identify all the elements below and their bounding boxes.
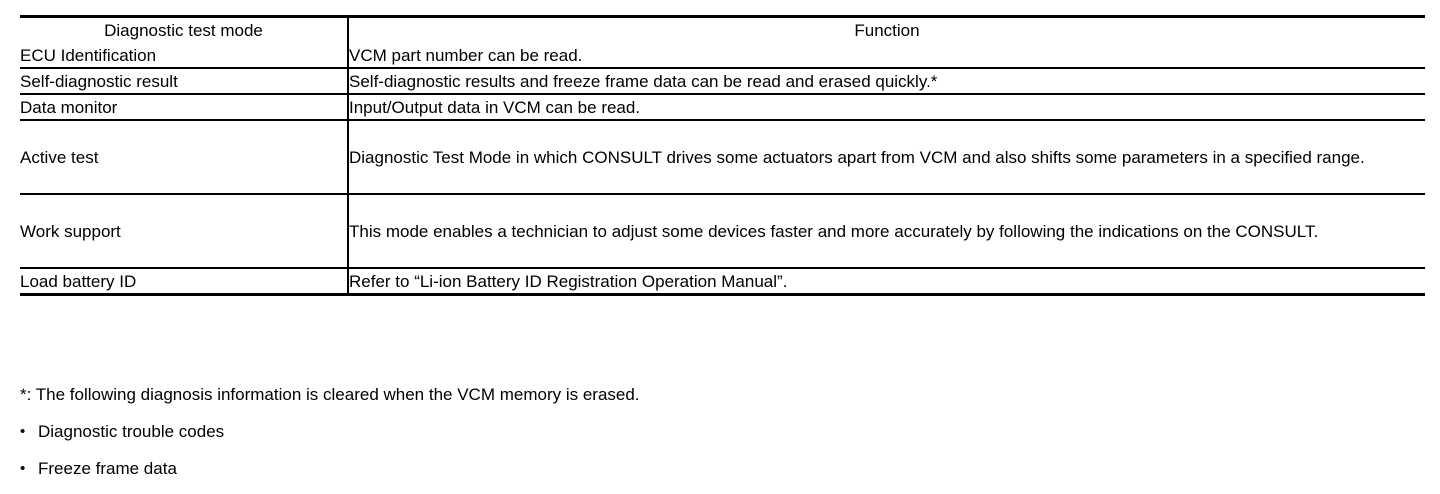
footnotes: *: The following diagnosis information i…	[20, 383, 1425, 494]
cell-function-ecu-identification: VCM part number can be read.	[348, 43, 1425, 69]
table-row: Data monitor Input/Output data in VCM ca…	[20, 94, 1425, 121]
cell-function-self-diagnostic-result: Self-diagnostic results and freeze frame…	[348, 68, 1425, 95]
function-text: Diagnostic Test Mode in which CONSULT dr…	[349, 147, 1365, 167]
column-header-function: Function	[854, 21, 920, 40]
function-text: VCM part number can be read.	[349, 45, 583, 65]
table-row: Work support This mode enables a technic…	[20, 194, 1425, 269]
cell-function-work-support: This mode enables a technician to adjust…	[348, 194, 1425, 269]
function-text: This mode enables a technician to adjust…	[349, 221, 1319, 241]
cell-mode-load-battery-id: Load battery ID	[20, 268, 349, 295]
function-text: Self-diagnostic results and freeze frame…	[349, 71, 938, 91]
cell-mode-work-support: Work support	[20, 194, 349, 269]
cell-mode-ecu-identification: ECU Identification	[20, 43, 349, 69]
bullet-icon: •	[20, 423, 26, 440]
bullet-icon: •	[20, 460, 26, 477]
table-row: ECU Identification VCM part number can b…	[20, 43, 1425, 69]
list-item-label: Diagnostic trouble codes	[38, 422, 225, 441]
cell-mode-active-test: Active test	[20, 120, 349, 195]
cell-function-data-monitor: Input/Output data in VCM can be read.	[348, 94, 1425, 121]
cell-function-active-test: Diagnostic Test Mode in which CONSULT dr…	[348, 120, 1425, 195]
table-body: ECU Identification VCM part number can b…	[20, 43, 1425, 295]
list-item: • Diagnostic trouble codes	[20, 420, 1425, 443]
column-header-diagnostic-test-mode: Diagnostic test mode	[20, 16, 349, 43]
diagnostic-test-mode-table: Diagnostic test mode Function ECU Identi…	[20, 15, 1425, 296]
function-text: Input/Output data in VCM can be read.	[349, 97, 641, 117]
table-row: Self-diagnostic result Self-diagnostic r…	[20, 68, 1425, 95]
function-text: Refer to “Li-ion Battery ID Registration…	[349, 271, 788, 291]
table-row: Load battery ID Refer to “Li-ion Battery…	[20, 268, 1425, 295]
table-header-row: Diagnostic test mode Function	[20, 16, 1425, 43]
list-item: • Freeze frame data	[20, 457, 1425, 480]
list-item-label: Freeze frame data	[38, 459, 177, 478]
footnote-asterisk: *: The following diagnosis information i…	[20, 385, 640, 404]
table-header: Diagnostic test mode Function	[20, 16, 1425, 43]
cell-mode-data-monitor: Data monitor	[20, 94, 349, 121]
cell-mode-self-diagnostic-result: Self-diagnostic result	[20, 68, 349, 95]
table-row: Active test Diagnostic Test Mode in whic…	[20, 120, 1425, 195]
cell-function-load-battery-id: Refer to “Li-ion Battery ID Registration…	[348, 268, 1425, 295]
